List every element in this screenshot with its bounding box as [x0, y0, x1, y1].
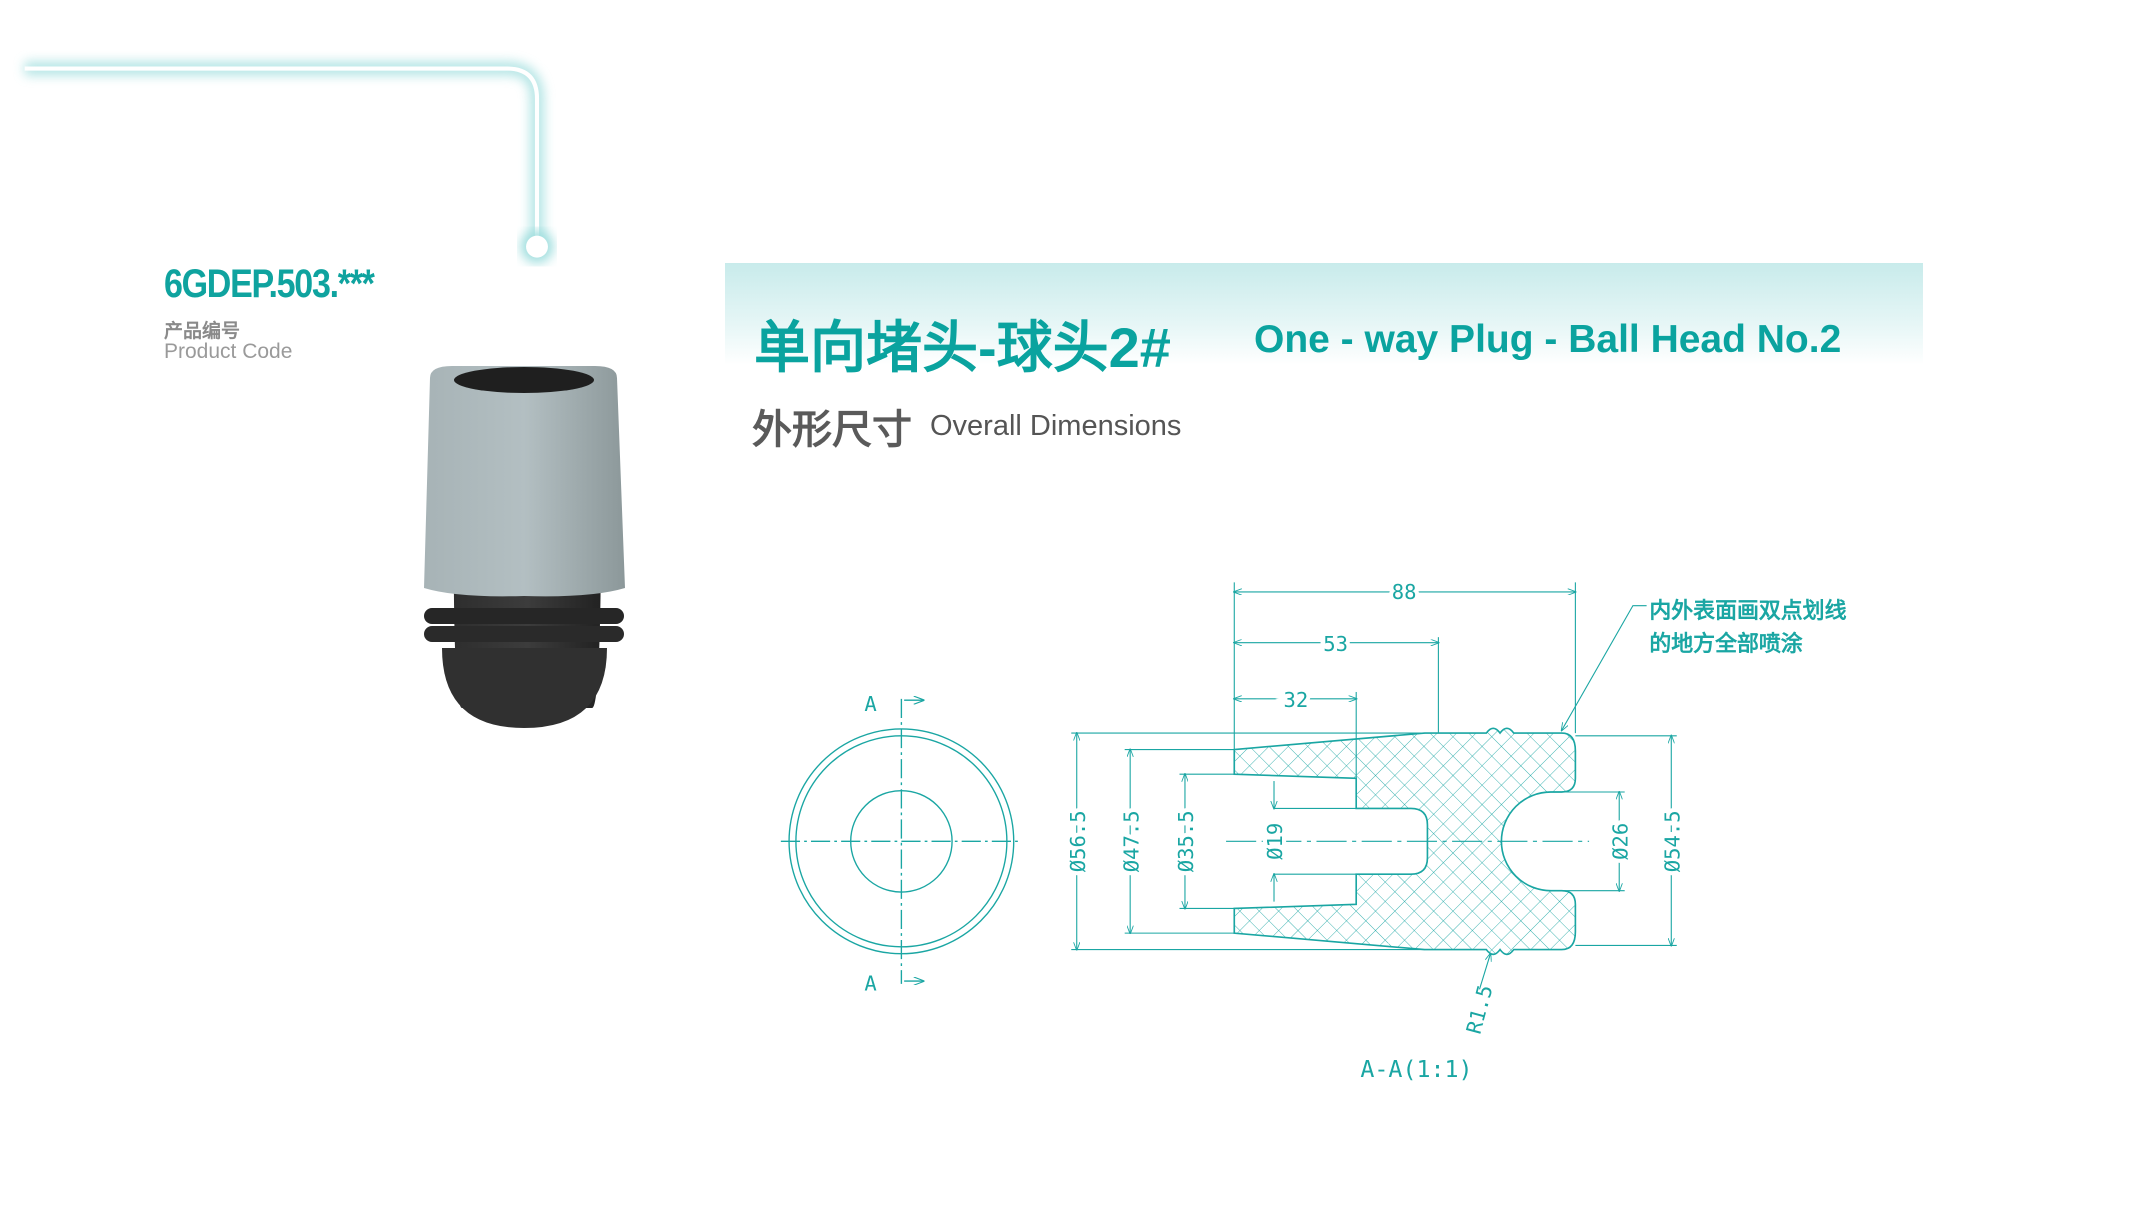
dim-32: 32	[1284, 688, 1309, 712]
dimension-lines	[1071, 582, 1677, 990]
coating-note-line2: 的地方全部喷涂	[1649, 631, 1802, 657]
dim-d35-5: Ø35.5	[1174, 810, 1198, 872]
dim-d54-5: Ø54.5	[1660, 810, 1684, 872]
title-band	[725, 263, 1923, 365]
dim-d47-5: Ø47.5	[1119, 810, 1143, 872]
dim-d26: Ø26	[1608, 823, 1632, 860]
product-photo	[424, 366, 625, 728]
decorative-connector-line	[24, 61, 554, 264]
dim-53: 53	[1323, 632, 1348, 656]
dimension-labels: 88 53 32 Ø56.5 Ø47.5 Ø35.5 Ø19 Ø26 Ø54.5…	[1062, 576, 1847, 1083]
product-code-label-en: Product Code	[164, 340, 293, 363]
section-heading-en: Overall Dimensions	[930, 410, 1182, 442]
section-title: A-A(1:1)	[1360, 1056, 1472, 1083]
page-title-en: One - way Plug - Ball Head No.2	[1254, 318, 1842, 361]
end-view	[780, 699, 1022, 984]
product-code-label-cn: 产品编号	[164, 321, 241, 342]
dim-d19: Ø19	[1263, 823, 1287, 860]
page-title-cn: 单向堵头-球头2#	[754, 316, 1171, 379]
coating-note-line1: 内外表面画双点划线	[1649, 598, 1846, 624]
dim-88: 88	[1392, 580, 1417, 604]
dim-r1-5: R1.5	[1462, 982, 1498, 1036]
section-heading-cn: 外形尺寸	[752, 408, 912, 452]
product-code: 6GDEP.503.***	[164, 262, 375, 306]
section-marker-top: A	[864, 692, 876, 716]
dim-d56-5: Ø56.5	[1066, 810, 1090, 872]
section-marker-bottom: A	[864, 972, 876, 996]
